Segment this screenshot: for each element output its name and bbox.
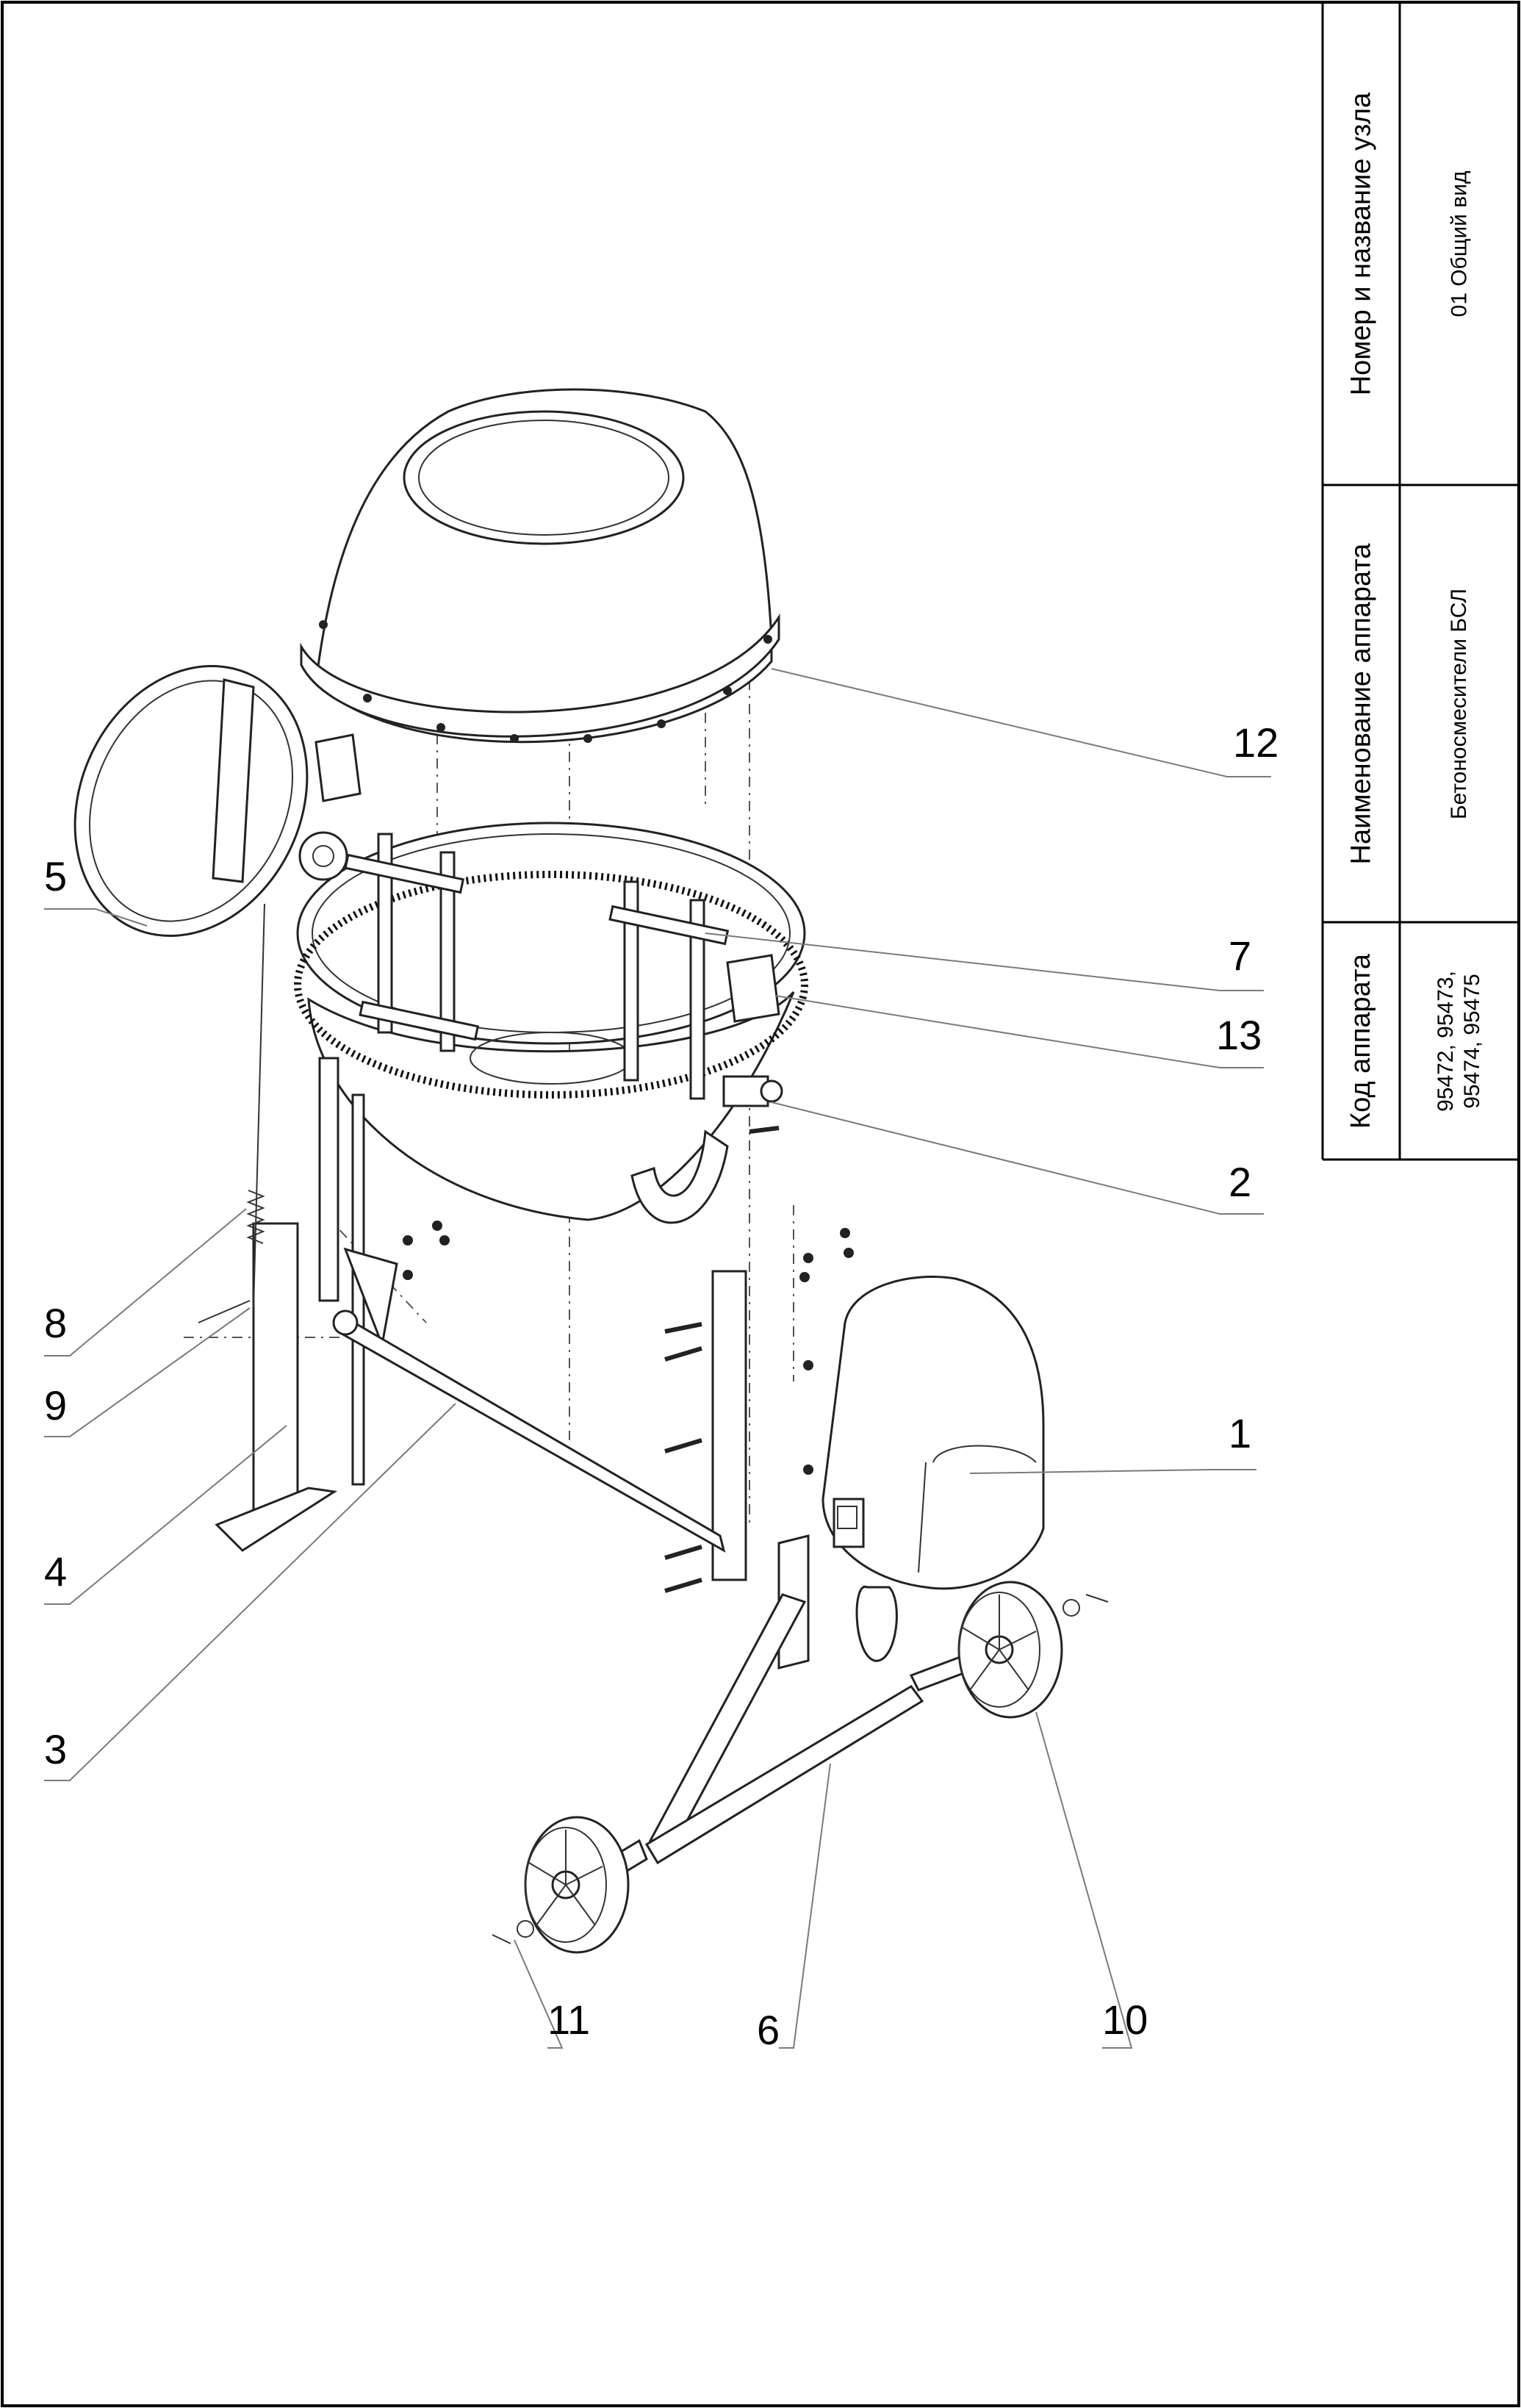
wheel-right: [957, 1581, 1063, 1719]
title-node-header-cell: Номер и название узла: [1323, 2, 1400, 485]
frame-crossbar: [332, 1309, 726, 1553]
motor-cover: [821, 1276, 1045, 1590]
callout-10: 10: [1102, 1997, 1148, 2043]
title-code-header-cell: Код аппарата: [1323, 922, 1400, 1160]
bearing-housings: [314, 733, 783, 1107]
title-code-value-cell: 95472, 95473, 95474, 95475: [1400, 922, 1519, 1160]
callout-7: 7: [1229, 932, 1251, 979]
drum-top-cone: [300, 388, 780, 744]
device-value: Бетоносмесители БСЛ: [1447, 588, 1471, 819]
title-block-grid: [1321, 2, 1519, 1161]
callout-12: 12: [1233, 719, 1279, 766]
flange-bolts: [319, 620, 772, 743]
callout-9: 9: [44, 1382, 67, 1428]
wheel-washers-pins: [492, 1594, 1109, 1944]
callout-1: 1: [1229, 1410, 1251, 1456]
wheel-left: [524, 1816, 630, 1954]
frame: [215, 1057, 747, 1581]
callout-4: 4: [44, 1548, 67, 1595]
callout-11: 11: [547, 1997, 590, 2043]
drum-bottom-bowl: [294, 822, 808, 1224]
callout-2: 2: [1229, 1159, 1251, 1205]
fasteners: [403, 1126, 854, 1593]
callout-8: 8: [44, 1300, 67, 1346]
node-value: 01 Общий вид: [1447, 170, 1471, 317]
node-header: Номер и название узла: [1345, 92, 1377, 395]
title-node-value-cell: 01 Общий вид: [1400, 2, 1519, 485]
leader-lines: [44, 668, 1271, 2049]
exploded-view: [73, 388, 1109, 1954]
device-header: Наименование аппарата: [1345, 543, 1377, 864]
callout-labels: 12 5 7 13 2 8 9 1 4 3 11 6 10: [44, 719, 1279, 2053]
title-device-header-cell: Наименование аппарата: [1323, 485, 1400, 922]
tilting-lever: [198, 903, 265, 1323]
code-value-line2: 95474, 95475: [1460, 973, 1485, 1109]
code-value-line1: 95472, 95473,: [1434, 970, 1459, 1112]
title-device-value-cell: Бетоносмесители БСЛ: [1400, 485, 1519, 922]
code-value: 95472, 95473, 95474, 95475: [1433, 971, 1486, 1112]
callout-5: 5: [44, 853, 67, 899]
callout-13: 13: [1216, 1012, 1262, 1058]
callout-3: 3: [44, 1726, 67, 1772]
callout-6: 6: [757, 2007, 780, 2053]
gear-ring: [294, 871, 808, 1099]
tilting-handwheel: [73, 665, 348, 937]
code-header: Код аппарата: [1345, 953, 1377, 1129]
